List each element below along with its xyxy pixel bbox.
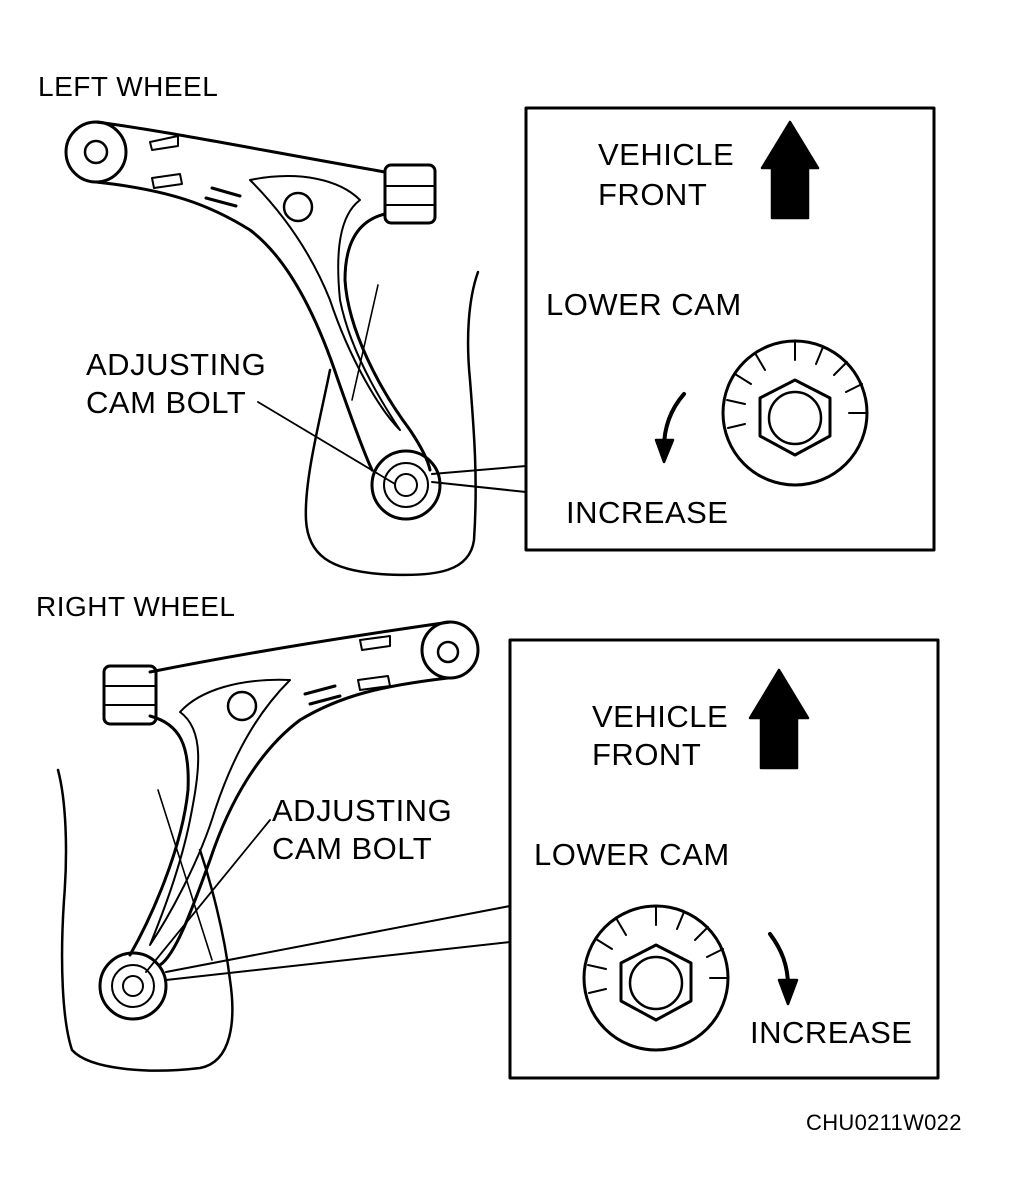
left-front-bushing-eye (66, 122, 126, 182)
left-wheel-title: LEFT WHEEL (38, 71, 219, 102)
right-tire-outline (58, 770, 232, 1071)
right-increase-label: INCREASE (750, 1015, 913, 1050)
left-cam-label: LOWER CAM (546, 287, 742, 322)
right-cam-bolt (100, 953, 166, 1019)
left-front-line2: FRONT (598, 177, 708, 212)
right-callout-line2: CAM BOLT (272, 831, 433, 866)
right-callout-line1: ADJUSTING (272, 793, 453, 828)
left-increase-label: INCREASE (566, 495, 729, 530)
left-cam-bolt (372, 451, 440, 519)
left-front-line1: VEHICLE (598, 137, 735, 172)
right-front-bushing-eye (422, 622, 478, 678)
right-front-line2: FRONT (592, 737, 702, 772)
left-detail-box (526, 108, 934, 550)
right-wheel-title: RIGHT WHEEL (36, 591, 236, 622)
right-increase-arrow-icon (770, 934, 788, 986)
right-control-arm (58, 622, 510, 1071)
right-callout-leader (146, 820, 270, 972)
left-tire-outline (306, 272, 478, 575)
left-callout-leader (258, 402, 395, 484)
right-front-line1: VEHICLE (592, 699, 729, 734)
right-lower-cam-dial (584, 906, 728, 1050)
right-cam-label: LOWER CAM (534, 837, 730, 872)
left-control-arm (66, 122, 526, 575)
figure-id: CHU0211W022 (806, 1110, 962, 1135)
right-vehicle-front-arrow-icon (750, 670, 808, 768)
right-rear-bushing (104, 666, 156, 724)
left-vehicle-front-arrow-icon (762, 122, 818, 218)
right-detail-box (510, 640, 938, 1078)
left-callout-line2: CAM BOLT (86, 385, 247, 420)
left-callout-line1: ADJUSTING (86, 347, 267, 382)
left-rear-bushing (385, 165, 435, 223)
left-lower-cam-dial (723, 341, 867, 485)
